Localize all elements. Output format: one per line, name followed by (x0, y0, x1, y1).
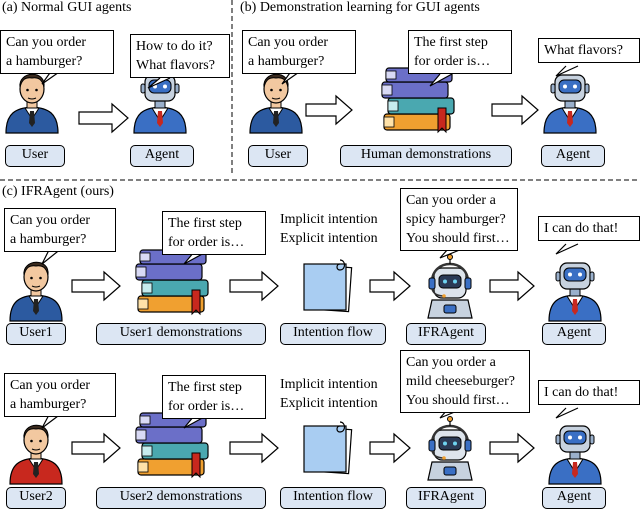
user-label: User (5, 145, 65, 167)
bubble-tail (555, 243, 579, 255)
agent-label: Agent (541, 145, 605, 167)
agent-robot-icon (133, 74, 187, 134)
bubble-tail (429, 73, 453, 87)
arrow-icon (369, 432, 411, 464)
bubble-tail (183, 251, 207, 265)
panel-a-title: (a) Normal GUI agents (2, 0, 132, 15)
agent-label: Agent (130, 145, 194, 167)
user-icon (249, 73, 303, 134)
arrow-icon (369, 270, 411, 302)
notes-icon (303, 259, 353, 313)
human-demonstrations-label: Human demonstrations (340, 145, 512, 167)
agent-speech-bubble: I can do that! (538, 216, 640, 241)
agent-label: Agent (542, 487, 606, 509)
arrow-icon (71, 432, 121, 464)
books-icon (135, 412, 209, 478)
user1-icon (9, 261, 63, 322)
agent-robot-icon (548, 262, 602, 322)
arrow-icon (489, 432, 535, 464)
bubble-tail (555, 65, 579, 77)
user-label: User (248, 145, 308, 167)
user2-icon (9, 424, 63, 485)
arrow-icon (305, 94, 353, 126)
bubble-tail (439, 248, 463, 259)
agent-speech-bubble: How to do it?What flavors? (130, 34, 230, 78)
user1-label: User1 (6, 323, 66, 345)
ifragent-robot-icon (426, 415, 474, 482)
user2-demonstrations-label: User2 demonstrations (96, 487, 266, 509)
agent-robot-icon (543, 74, 597, 134)
bubble-tail (183, 415, 207, 429)
panel-c-title: (c) IFRAgent (ours) (2, 184, 114, 199)
bubble-tail (147, 77, 171, 89)
books-icon (135, 249, 209, 315)
arrow-icon (489, 270, 535, 302)
agent-speech-bubble: I can do that! (538, 380, 640, 405)
ifragent-label: IFRAgent (406, 487, 486, 509)
ifragent-robot-icon (426, 253, 474, 320)
panel-b-title: (b) Demonstration learning for GUI agent… (240, 0, 480, 15)
notes-icon (303, 421, 353, 475)
arrow-icon (491, 94, 539, 126)
arrow-icon (78, 102, 129, 134)
user2-label: User2 (6, 487, 66, 509)
arrow-icon (229, 270, 279, 302)
bubble-tail (41, 247, 63, 265)
bubble-tail (555, 407, 579, 419)
user1-demonstrations-label: User1 demonstrations (96, 323, 266, 345)
intention-flow-label: Intention flow (280, 323, 386, 345)
ifragent-label: IFRAgent (406, 323, 486, 345)
agent-speech-bubble: What flavors? (538, 38, 640, 63)
arrow-icon (71, 270, 121, 302)
user-icon (5, 73, 59, 134)
agent-robot-icon (548, 425, 602, 485)
agent-label: Agent (542, 323, 606, 345)
arrow-icon (229, 432, 279, 464)
intention-flow-label: Intention flow (280, 487, 386, 509)
